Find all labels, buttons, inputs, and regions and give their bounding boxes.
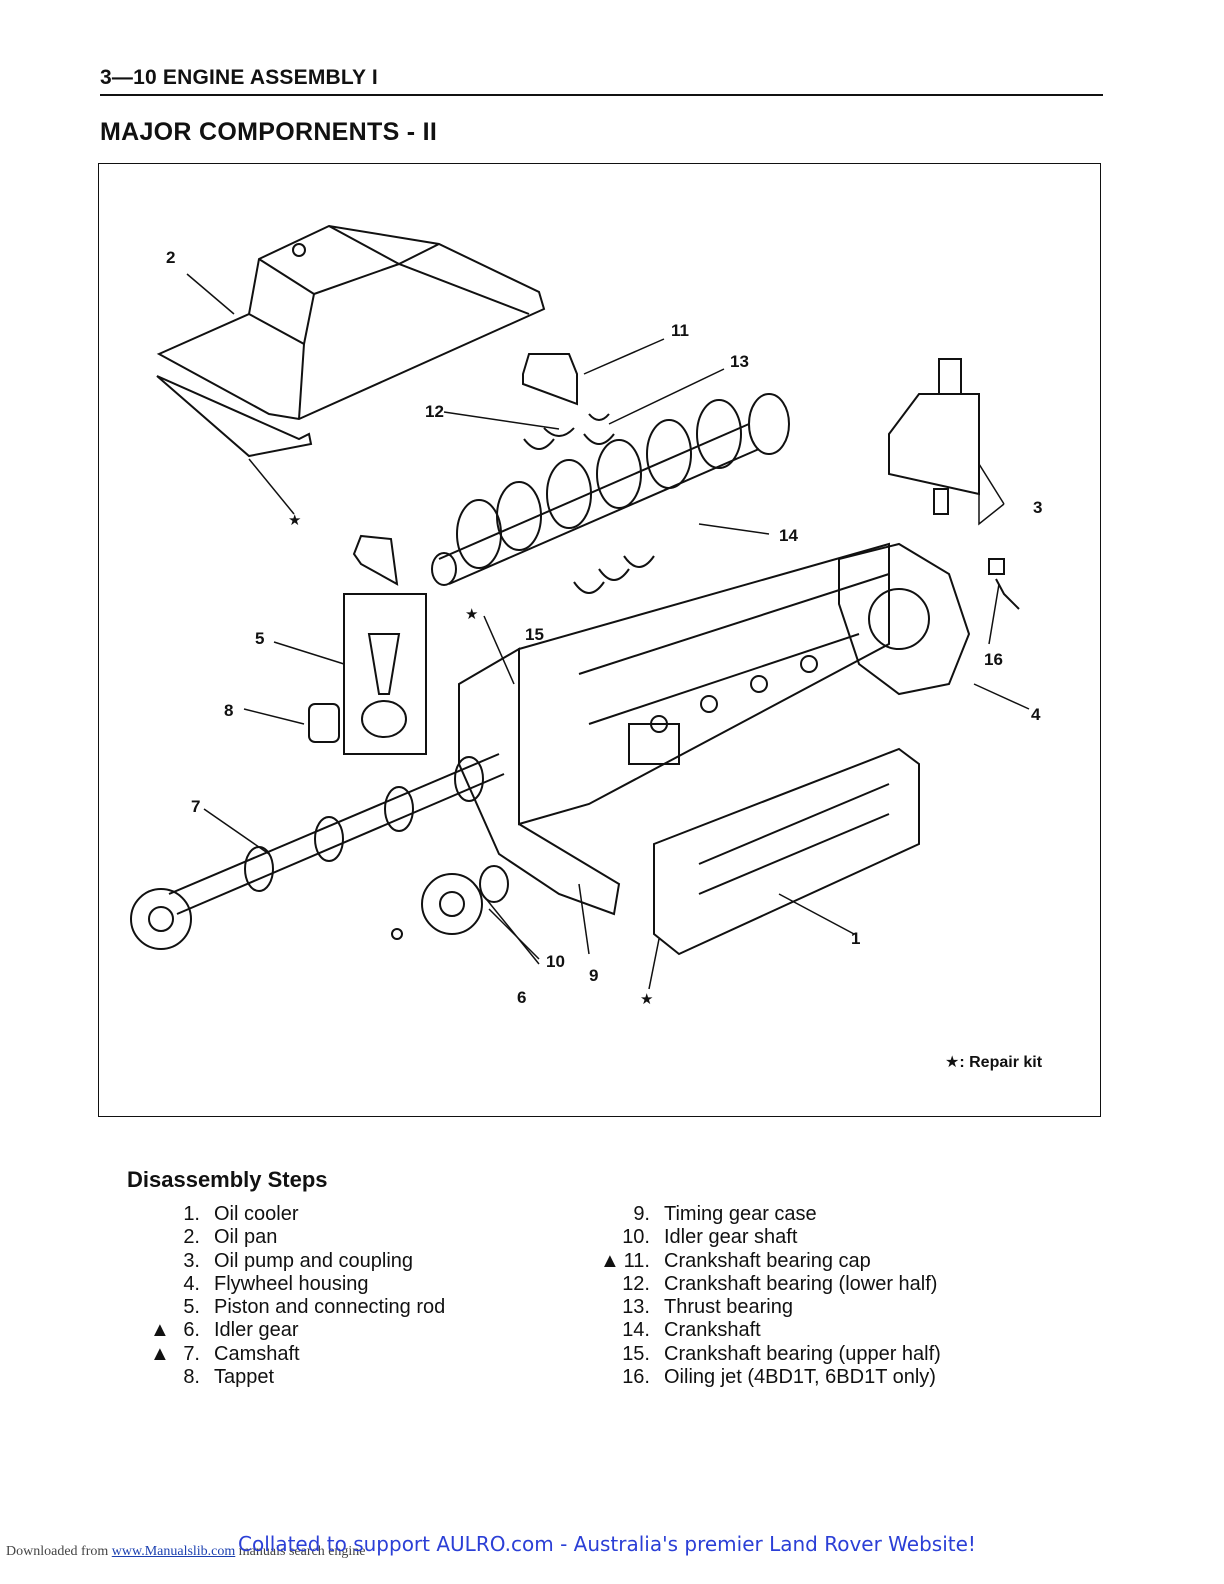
- step-number: 1.: [183, 1203, 200, 1225]
- callout-5: 5: [255, 629, 265, 648]
- step-number: 2.: [183, 1226, 200, 1249]
- step-label: Oiling jet (4BD1T, 6BD1T only): [664, 1366, 936, 1389]
- step-label: Oil pump and coupling: [214, 1249, 414, 1272]
- leader-lines: [186, 273, 1030, 990]
- list-item: 12. Crankshaft bearing (lower half): [600, 1273, 941, 1296]
- callout-14: 14: [779, 526, 798, 545]
- callout-1: 1: [851, 929, 861, 948]
- step-mark: ▲: [150, 1342, 170, 1365]
- step-label: Tappet: [214, 1366, 275, 1389]
- step-label: Crankshaft: [664, 1319, 761, 1342]
- list-item: 13. Thrust bearing: [600, 1296, 941, 1319]
- callout-15: 15: [525, 625, 544, 644]
- steps-list-left: 1. Oil cooler 2. Oil pan 3. Oil pump and co…: [150, 1203, 445, 1389]
- page-header: 3—10 ENGINE ASSEMBLY I: [100, 66, 1103, 96]
- download-note: Downloaded from www.Manualslib.com manua…: [6, 1544, 366, 1560]
- step-label: Idler gear shaft: [664, 1226, 798, 1249]
- step-mark: ▲: [600, 1249, 620, 1272]
- callout-13: 13: [730, 352, 749, 371]
- list-item: 14. Crankshaft: [600, 1319, 941, 1342]
- cylinder-block-drawing: [458, 542, 890, 916]
- step-label: Crankshaft bearing (upper half): [664, 1342, 941, 1365]
- list-item: 4. Flywheel housing: [150, 1273, 445, 1296]
- callout-16: 16: [984, 650, 1003, 669]
- collated-banner: Collated to support AULRO.com - Australi…: [238, 1532, 976, 1556]
- oil-cooler-drawing: [653, 747, 920, 956]
- list-item: ▲ 6. Idler gear: [150, 1319, 445, 1342]
- step-number: 8.: [183, 1366, 200, 1389]
- page-footer: Downloaded from www.Manualslib.com manua…: [0, 1530, 1224, 1560]
- step-number: 6.: [183, 1319, 200, 1342]
- oil-pump-drawing: [888, 358, 980, 515]
- step-label: Crankshaft bearing (lower half): [664, 1272, 938, 1295]
- list-item: 8. Tappet: [150, 1366, 445, 1389]
- crankshaft-drawing: [431, 393, 790, 586]
- flywheel-housing-drawing: [838, 542, 971, 696]
- step-number: 13.: [622, 1296, 650, 1319]
- bearing-parts-drawing: [352, 353, 655, 594]
- camshaft-drawing: [130, 753, 505, 950]
- step-label: Camshaft: [214, 1342, 300, 1365]
- callout-8: 8: [224, 701, 234, 720]
- callout-7: 7: [191, 797, 201, 816]
- repair-kit-note: ★: Repair kit: [945, 1054, 1043, 1071]
- callout-4: 4: [1031, 705, 1041, 724]
- callout-11: 11: [671, 321, 689, 340]
- piston-drawing: [308, 593, 427, 755]
- list-item: 2. Oil pan: [150, 1226, 445, 1249]
- callout-star-oil-pan: ★: [288, 512, 302, 529]
- manualslib-link[interactable]: www.Manualslib.com: [111, 1544, 236, 1559]
- list-item: 16. Oiling jet (4BD1T, 6BD1T only): [600, 1366, 941, 1389]
- list-item: 5. Piston and connecting rod: [150, 1296, 445, 1319]
- engine-illustration: [130, 224, 1030, 990]
- step-label: Timing gear case: [664, 1203, 817, 1225]
- step-number: 15.: [622, 1342, 650, 1365]
- list-item: ▲ 7. Camshaft: [150, 1343, 445, 1366]
- callout-2: 2: [166, 248, 176, 267]
- step-number: 14.: [622, 1319, 650, 1342]
- list-item: ▲11. Crankshaft bearing cap: [600, 1250, 941, 1273]
- step-label: Piston and connecting rod: [214, 1296, 446, 1319]
- callout-9: 9: [589, 966, 599, 985]
- exploded-diagram: 2 11 13 12 3 14 ★ ★ 15 5 16 8 4 7 1 10 9…: [98, 163, 1101, 1117]
- step-label: Oil pan: [214, 1226, 278, 1249]
- list-item: 3. Oil pump and coupling: [150, 1250, 445, 1273]
- callout-6: 6: [517, 988, 527, 1007]
- list-item: 10. Idler gear shaft: [600, 1226, 941, 1249]
- disassembly-steps-title: Disassembly Steps: [127, 1167, 328, 1192]
- step-label: Oil cooler: [214, 1203, 299, 1225]
- step-number: 11.: [623, 1249, 650, 1272]
- step-number: 7.: [183, 1342, 200, 1365]
- callout-10: 10: [546, 952, 565, 971]
- download-prefix: Downloaded from: [6, 1544, 109, 1559]
- callout-12: 12: [425, 402, 444, 421]
- step-mark: ▲: [150, 1319, 170, 1342]
- callout-3: 3: [1033, 498, 1043, 517]
- page-title: 3—10 ENGINE ASSEMBLY I: [100, 66, 378, 89]
- step-number: 4.: [183, 1272, 200, 1295]
- section-title: MAJOR COMPORNENTS - II: [100, 118, 438, 146]
- step-label: Crankshaft bearing cap: [664, 1249, 871, 1272]
- list-item: 15. Crankshaft bearing (upper half): [600, 1343, 941, 1366]
- callout-star-block: ★: [465, 606, 479, 623]
- list-item: 1. Oil cooler: [150, 1203, 445, 1226]
- step-number: 5.: [183, 1296, 200, 1319]
- idler-gear-drawing: [391, 865, 509, 940]
- step-label: Idler gear: [214, 1319, 299, 1342]
- step-number: 12.: [622, 1272, 650, 1295]
- step-number: 3.: [183, 1249, 200, 1272]
- step-label: Flywheel housing: [214, 1272, 369, 1295]
- step-number: 10.: [622, 1226, 650, 1249]
- step-number: 9.: [633, 1203, 650, 1225]
- download-suffix: manuals search engine: [238, 1544, 366, 1559]
- step-number: 16.: [622, 1366, 650, 1389]
- oiling-jet-drawing: [988, 558, 1020, 610]
- list-item: 9. Timing gear case: [600, 1203, 941, 1226]
- step-label: Thrust bearing: [664, 1296, 793, 1319]
- callout-star-oil-cooler: ★: [640, 991, 654, 1008]
- steps-list-right: 9. Timing gear case 10. Idler gear shaft ▲…: [600, 1203, 941, 1389]
- oil-pan-drawing: [156, 224, 546, 458]
